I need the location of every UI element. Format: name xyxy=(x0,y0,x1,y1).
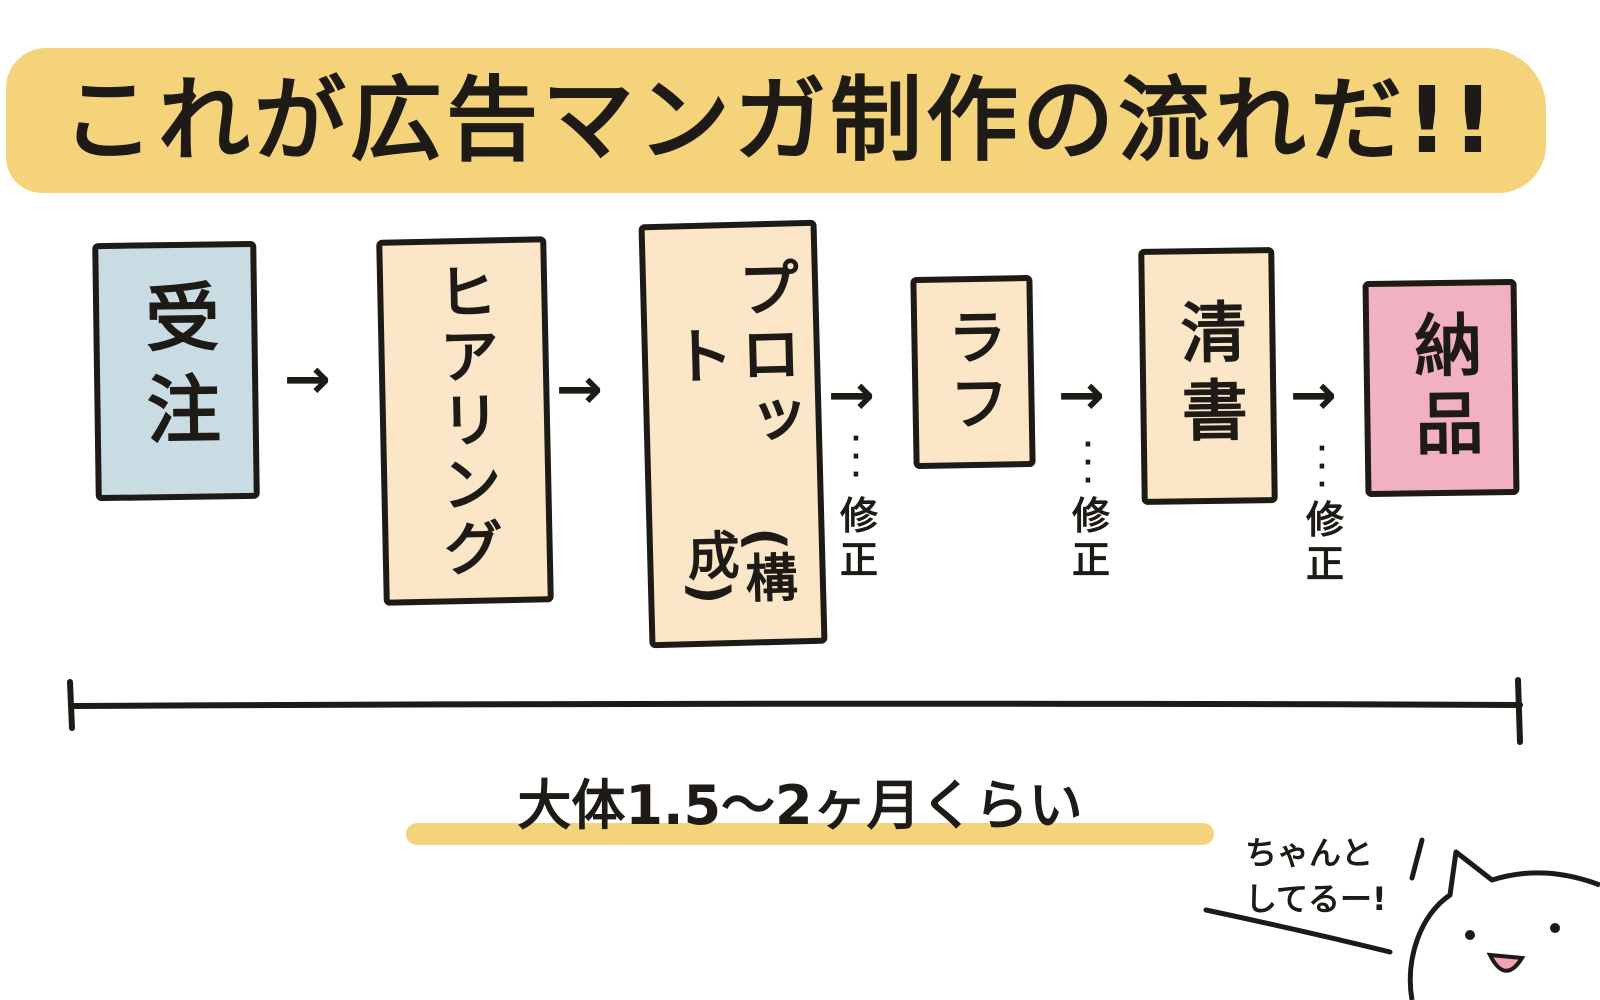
revision-note: 修正 xyxy=(1305,498,1344,586)
cat-speech: ちゃんと してるー! xyxy=(1245,834,1387,918)
arrow-right-icon: → xyxy=(828,363,875,428)
arrow-right-icon: → xyxy=(284,347,331,412)
arrow-right-icon: → xyxy=(1058,363,1105,428)
duration-highlight xyxy=(406,823,1214,845)
ellipsis-icon: ··· xyxy=(1317,434,1327,500)
ellipsis-icon: ··· xyxy=(851,424,861,490)
title-highlight xyxy=(6,48,1546,193)
ellipsis-icon: ··· xyxy=(1083,430,1093,496)
page-title: これが広告マンガ制作の流れだ!! xyxy=(62,67,1498,174)
revision-note: 修正 xyxy=(1071,494,1110,582)
arrow-right-icon: → xyxy=(1290,363,1337,428)
revision-note: 修正 xyxy=(839,494,878,582)
duration-label: 大体1.5～2ヶ月くらい xyxy=(517,774,1083,837)
arrow-right-icon: → xyxy=(556,357,603,422)
